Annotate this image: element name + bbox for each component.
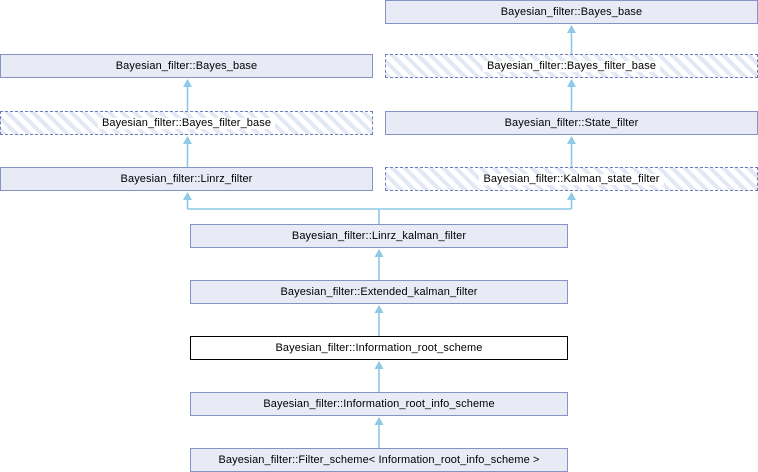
class-node-kalman-state-filter[interactable]: Bayesian_filter::Kalman_state_filter	[385, 167, 758, 191]
class-node-label: Bayesian_filter::Linrz_filter	[120, 172, 253, 185]
class-node-linrz-kalman-filter[interactable]: Bayesian_filter::Linrz_kalman_filter	[190, 224, 568, 248]
class-node-label: Bayesian_filter::Filter_scheme< Informat…	[218, 453, 540, 466]
class-node-label: Bayesian_filter::Bayes_base	[115, 59, 258, 72]
class-node-label: Bayesian_filter::Bayes_base	[500, 5, 643, 18]
class-node-filter-scheme[interactable]: Bayesian_filter::Filter_scheme< Informat…	[190, 448, 568, 472]
class-node-label: Bayesian_filter::Bayes_filter_base	[97, 117, 276, 129]
class-node-bayes-base-top[interactable]: Bayesian_filter::Bayes_base	[385, 0, 758, 24]
class-node-label: Bayesian_filter::State_filter	[504, 116, 639, 129]
class-node-label: Bayesian_filter::Extended_kalman_filter	[280, 285, 478, 298]
class-node-state-filter[interactable]: Bayesian_filter::State_filter	[385, 111, 758, 135]
class-node-label: Bayesian_filter::Bayes_filter_base	[482, 60, 661, 72]
class-node-label: Bayesian_filter::Information_root_info_s…	[263, 397, 495, 410]
class-node-information-root-info-scheme[interactable]: Bayesian_filter::Information_root_info_s…	[190, 392, 568, 416]
class-node-bayes-filter-base-left[interactable]: Bayesian_filter::Bayes_filter_base	[0, 111, 373, 135]
class-node-extended-kalman-filter[interactable]: Bayesian_filter::Extended_kalman_filter	[190, 280, 568, 304]
class-node-bayes-filter-base-right[interactable]: Bayesian_filter::Bayes_filter_base	[385, 54, 758, 78]
class-node-information-root-scheme-current[interactable]: Bayesian_filter::Information_root_scheme	[190, 336, 568, 360]
class-node-label: Bayesian_filter::Kalman_state_filter	[479, 173, 664, 185]
class-node-label: Bayesian_filter::Information_root_scheme	[275, 341, 483, 354]
class-node-linrz-filter[interactable]: Bayesian_filter::Linrz_filter	[0, 167, 373, 191]
class-node-bayes-base-left[interactable]: Bayesian_filter::Bayes_base	[0, 54, 373, 78]
class-node-label: Bayesian_filter::Linrz_kalman_filter	[291, 229, 467, 242]
